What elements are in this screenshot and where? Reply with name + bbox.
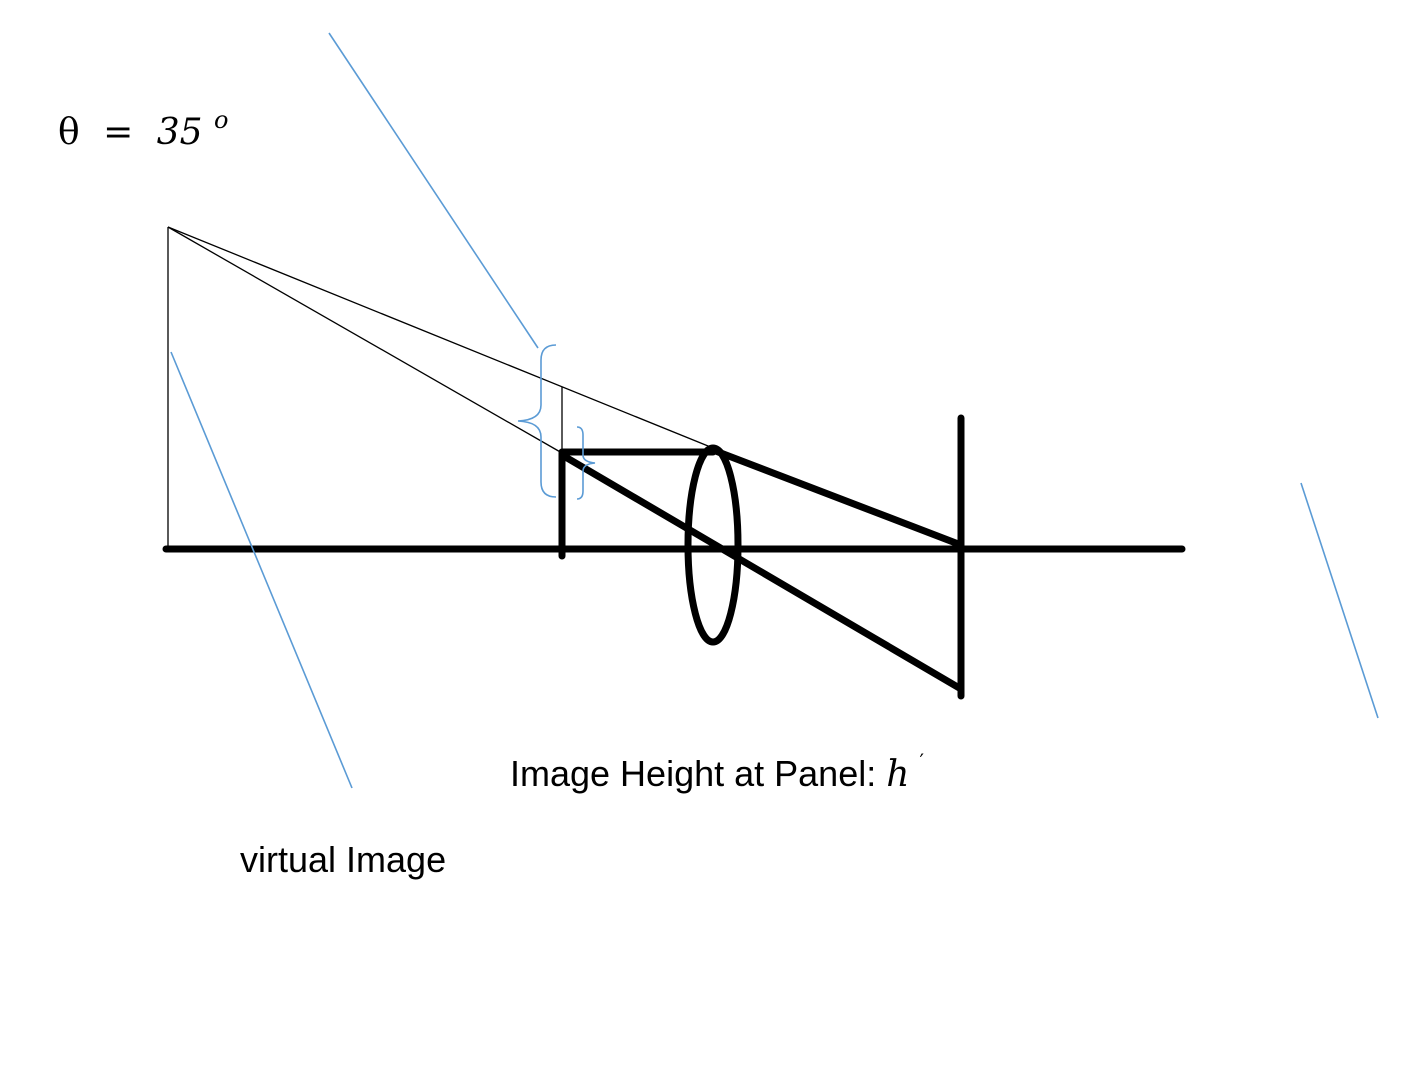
angle-equals: = [103,112,133,153]
angle-unit: o [214,106,228,134]
image-height-symbol: h [886,754,909,795]
image-height-leader-line [1300,482,1379,719]
angle-symbol: θ [58,112,80,153]
image-height-text: Image Height at Panel: [510,753,876,794]
ray-construction-lines [167,226,714,548]
small-brace [576,426,596,500]
virtual-image-label: virtual Image [240,839,446,880]
optical-elements [162,414,1186,700]
image-height-prime: ′ [919,749,924,773]
ray-to-object-top [167,226,563,454]
chief-ray [558,451,965,693]
large-brace [517,344,557,498]
virtual-image-leader-line [170,351,353,789]
annotation-lines [170,32,1379,789]
lens-to-focus-ray [709,446,965,549]
angle-value: 35 [157,112,203,153]
angle-leader-line [328,32,539,349]
angle-label: θ = 35 o [58,106,228,153]
image-height-label: Image Height at Panel: h ′ [510,749,924,795]
lens [684,444,742,646]
ray-to-lens-top [167,226,714,449]
